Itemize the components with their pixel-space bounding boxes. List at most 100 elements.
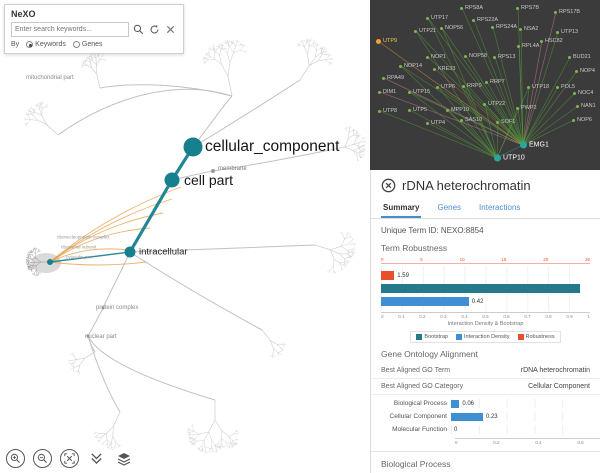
details-tab[interactable]: Summary [381, 198, 422, 218]
gene-node-dot [408, 90, 411, 94]
network-node[interactable]: RPA49 [382, 75, 404, 81]
tree-node-dot[interactable] [211, 169, 215, 173]
tree-node-label[interactable]: cytosolic part [66, 254, 93, 260]
network-node[interactable]: NOP14 [399, 63, 422, 69]
network-node[interactable]: DIM1 [378, 89, 396, 95]
network-node[interactable]: NOP56 [440, 25, 463, 31]
network-node[interactable]: UTP6 [436, 84, 455, 90]
network-node[interactable]: RPS8A [460, 5, 483, 11]
network-node[interactable]: UTP9 [376, 38, 397, 44]
tree-node-dot[interactable] [101, 306, 105, 310]
gene-node-dot [572, 118, 575, 122]
ontology-tree-canvas[interactable] [0, 0, 370, 473]
ontology-tree-panel[interactable]: mitochondrial part cellular_component ce… [0, 0, 370, 473]
network-node[interactable]: RRP9 [462, 83, 482, 89]
network-node[interactable]: RPS13 [493, 54, 515, 60]
gene-node-dot [520, 141, 527, 149]
go-chart-axis: 00.20.40.60.81 [455, 438, 600, 445]
tree-node-label[interactable]: ribosomal subunit [61, 244, 97, 250]
tree-node-dot[interactable] [183, 137, 203, 157]
radio-genes[interactable]: Genes [72, 41, 103, 48]
network-node[interactable]: UTP5 [408, 107, 427, 113]
search-icon[interactable] [132, 23, 145, 36]
network-node[interactable]: SAS10 [460, 117, 482, 123]
bar-row: 1.59 [381, 270, 590, 281]
network-node[interactable]: KRE33 [433, 66, 455, 72]
network-node[interactable]: MPP10 [446, 107, 469, 113]
network-node[interactable]: UTP8 [378, 108, 397, 114]
network-node[interactable]: UTP13 [556, 29, 578, 35]
network-node[interactable]: UTP15 [408, 89, 430, 95]
unique-term-id: Unique Term ID: NEXO:8854 [371, 219, 600, 237]
network-node[interactable]: NAN1 [576, 103, 596, 109]
app-title: NeXO [11, 9, 36, 19]
tree-node-label[interactable]: cell part [184, 172, 234, 188]
network-node[interactable]: NOP1 [426, 54, 446, 60]
network-node[interactable]: RPS22A [472, 17, 498, 23]
tree-node-label[interactable]: nuclear part [85, 334, 117, 340]
network-node[interactable]: UTP4 [426, 120, 445, 126]
axis-tick: 0.6 [577, 440, 584, 445]
go-bar-row: Cellular Component 0.23 [381, 412, 590, 421]
gene-node-dot [382, 76, 385, 80]
network-node[interactable]: UTP21 [414, 28, 436, 34]
reset-icon[interactable] [148, 23, 161, 36]
tree-node-label[interactable]: mitochondrial part [26, 75, 74, 81]
network-node[interactable]: NOP6 [572, 117, 592, 123]
gene-node-dot [399, 64, 402, 68]
network-node[interactable]: RPS24A [491, 24, 517, 30]
network-node[interactable]: POL5 [556, 84, 575, 90]
legend-swatch [517, 334, 524, 340]
network-node[interactable]: NOP4 [575, 68, 595, 74]
network-node[interactable]: UTP22 [483, 101, 505, 107]
tree-node-dot[interactable] [86, 334, 90, 338]
fit-to-screen-icon[interactable] [60, 449, 79, 468]
gene-node-label: RPS13 [498, 54, 516, 60]
network-node[interactable]: RRP7 [485, 79, 505, 85]
gene-node-dot [436, 85, 439, 89]
details-tab[interactable]: Genes [437, 203, 462, 212]
tree-node-label[interactable]: intracellular [139, 246, 188, 258]
radio-keywords-circle[interactable] [26, 41, 34, 48]
network-node[interactable]: NOP58 [464, 53, 487, 59]
tree-node-dot[interactable] [164, 172, 180, 188]
radio-genes-circle[interactable] [72, 41, 80, 48]
search-input[interactable] [11, 22, 129, 37]
network-node[interactable]: NOC4 [573, 90, 593, 96]
network-node[interactable]: PWP2 [516, 105, 537, 111]
gene-node-label: RPA49 [387, 75, 405, 81]
details-tab[interactable]: Interactions [479, 203, 521, 212]
network-node[interactable]: UTP17 [426, 15, 448, 21]
collapse-tree-icon[interactable] [87, 449, 106, 468]
tree-node-label[interactable]: protein complex [96, 305, 139, 311]
network-panel[interactable]: RPS8A RPS7B RPS17B UTP17 [370, 0, 600, 170]
network-node[interactable]: BUD21 [568, 54, 591, 60]
network-node[interactable]: HSC82 [540, 38, 563, 44]
network-node[interactable]: EMG1 [520, 141, 549, 149]
tree-node-label[interactable]: cellular_component [205, 138, 340, 155]
radio-keywords[interactable]: Keywords [26, 41, 66, 48]
network-node[interactable]: RPL4A [517, 43, 539, 49]
tree-node-dot[interactable] [47, 259, 53, 265]
tree-node-label[interactable]: ribonucleoprotein complex [57, 234, 110, 240]
layers-icon[interactable] [114, 449, 133, 468]
gene-node-dot [496, 120, 499, 124]
network-node[interactable]: NSA2 [519, 26, 538, 32]
zoom-out-icon[interactable] [33, 449, 52, 468]
gene-node-dot [378, 109, 381, 113]
alignment-key: Best Aligned GO Term [381, 367, 451, 374]
zoom-in-icon[interactable] [6, 449, 25, 468]
clear-icon[interactable] [164, 23, 177, 36]
legend-swatch [416, 334, 423, 340]
network-node[interactable]: SOF1 [496, 119, 515, 125]
network-node[interactable]: UTP10 [494, 154, 525, 162]
network-node[interactable]: UTP18 [527, 84, 549, 90]
search-panel: NeXO By Keywords [4, 4, 184, 54]
network-node[interactable]: RPS17B [554, 9, 580, 15]
network-node[interactable]: RPS7B [516, 5, 539, 11]
tree-node-dot[interactable] [124, 246, 136, 258]
close-icon[interactable] [381, 178, 396, 193]
gene-node-dot [568, 55, 571, 59]
gene-node-label: UTP8 [383, 108, 398, 114]
tree-node-label[interactable]: membrane [218, 166, 247, 172]
